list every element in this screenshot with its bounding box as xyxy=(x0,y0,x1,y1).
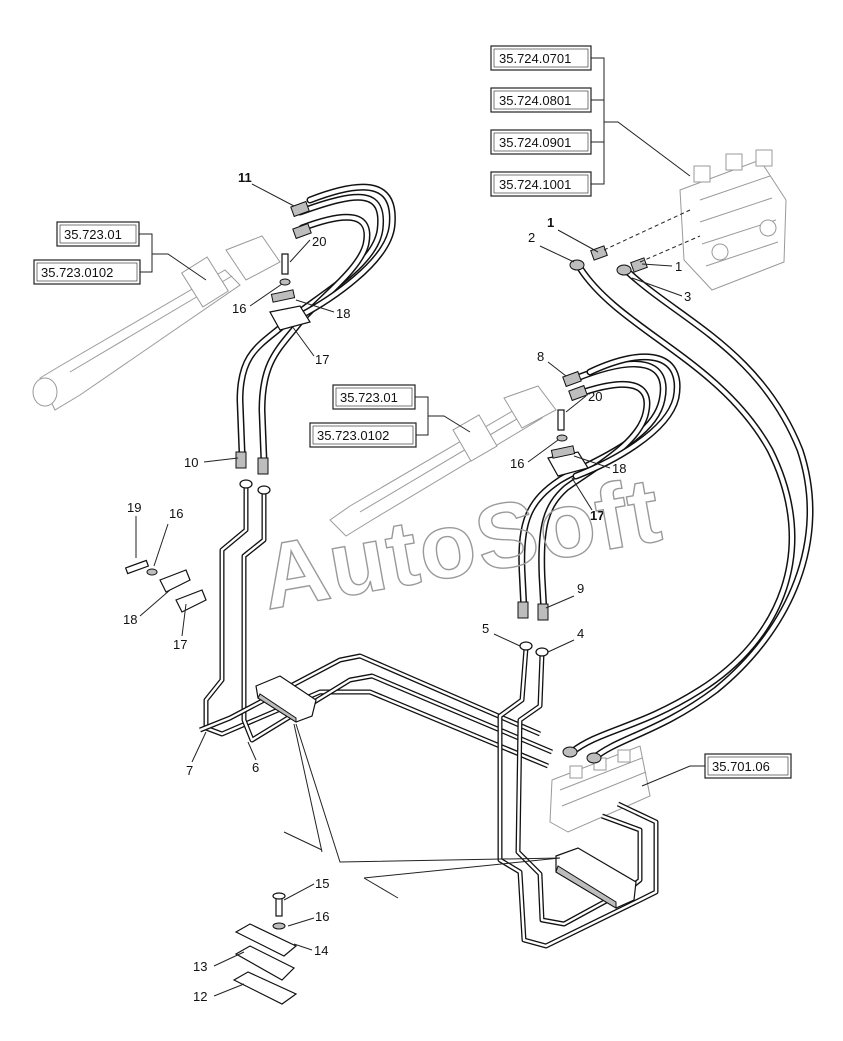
clamp-block-left xyxy=(255,675,317,723)
ref-bracket-mid-cylinder xyxy=(415,396,471,436)
svg-text:35.701.06: 35.701.06 xyxy=(712,759,770,774)
svg-text:35.724.0701: 35.724.0701 xyxy=(499,51,571,66)
hose-clamp-mid xyxy=(547,409,589,477)
callout-18-mid: 18 xyxy=(612,461,626,476)
callout-9: 9 xyxy=(577,581,584,596)
hoses-mid-group xyxy=(518,353,681,616)
callout-18-left: 18 xyxy=(336,306,350,321)
svg-text:35.724.0801: 35.724.0801 xyxy=(499,93,571,108)
ref-box-mid-cylinder-1: 35.723.01 xyxy=(332,384,416,410)
exploded-clip-parts xyxy=(124,559,207,613)
valve-bank-top-right xyxy=(679,149,787,291)
ref-box-35-724-0701: 35.724.0701 xyxy=(490,45,592,71)
ref-box-mid-cylinder-2: 35.723.0102 xyxy=(309,422,417,448)
ref-box-left-cylinder-2: 35.723.0102 xyxy=(33,259,141,285)
callout-labels: 11 20 16 18 17 10 1 2 1 3 8 20 16 18 17 … xyxy=(123,170,691,1004)
svg-text:35.723.01: 35.723.01 xyxy=(340,390,398,405)
ref-box-35-724-0801: 35.724.0801 xyxy=(490,87,592,113)
callout-20-left: 20 xyxy=(312,234,326,249)
callout-16-bottom: 16 xyxy=(315,909,329,924)
callout-10: 10 xyxy=(184,455,198,470)
callout-11: 11 xyxy=(238,170,252,185)
ref-bracket-left-cylinder xyxy=(139,233,207,281)
callout-13: 13 xyxy=(193,959,207,974)
svg-text:35.723.0102: 35.723.0102 xyxy=(41,265,113,280)
callout-16-mid: 16 xyxy=(510,456,524,471)
callout-17-left: 17 xyxy=(315,352,329,367)
callout-16-clip: 16 xyxy=(169,506,183,521)
leaders-clamp-blocks xyxy=(283,723,561,899)
svg-text:35.723.0102: 35.723.0102 xyxy=(317,428,389,443)
callout-17-clip: 17 xyxy=(173,637,187,652)
callout-16-left: 16 xyxy=(232,301,246,316)
callout-7: 7 xyxy=(186,763,193,778)
callout-14: 14 xyxy=(314,943,328,958)
svg-text:35.724.1001: 35.724.1001 xyxy=(499,177,571,192)
left-cylinder-outline xyxy=(32,235,281,411)
hose-clamp-left xyxy=(269,253,311,331)
callout-2: 2 xyxy=(528,230,535,245)
callout-1-top: 1 xyxy=(547,215,554,230)
ref-box-35-724-1001: 35.724.1001 xyxy=(490,171,592,197)
watermark-text: AutoSoft xyxy=(254,459,670,630)
callout-8: 8 xyxy=(537,349,544,364)
callout-6: 6 xyxy=(252,760,259,775)
callout-1-right: 1 xyxy=(675,259,682,274)
ref-leader-control-valve xyxy=(641,765,705,787)
callout-3: 3 xyxy=(684,289,691,304)
pipes-frame xyxy=(199,486,659,949)
hoses-long-right xyxy=(568,264,814,762)
mid-cylinder-outline xyxy=(329,385,557,537)
svg-text:35.723.01: 35.723.01 xyxy=(64,227,122,242)
ref-box-35-724-0901: 35.724.0901 xyxy=(490,129,592,155)
callout-5: 5 xyxy=(482,621,489,636)
callout-15: 15 xyxy=(315,876,329,891)
fittings xyxy=(235,200,648,764)
callout-4: 4 xyxy=(577,626,584,641)
callout-19: 19 xyxy=(127,500,141,515)
callout-17-mid: 17 xyxy=(590,508,604,523)
hoses-left-group xyxy=(236,183,396,466)
assembly-dash-lines xyxy=(603,209,701,263)
ref-box-left-cylinder-1: 35.723.01 xyxy=(56,221,140,247)
svg-text:35.724.0901: 35.724.0901 xyxy=(499,135,571,150)
callout-18-clip: 18 xyxy=(123,612,137,627)
clamp-block-right xyxy=(555,847,637,909)
exploded-bracket-parts xyxy=(232,892,298,1005)
ref-bracket-valve-bank xyxy=(591,57,691,185)
callout-12: 12 xyxy=(193,989,207,1004)
callout-20-mid: 20 xyxy=(588,389,602,404)
ref-box-35-701-06: 35.701.06 xyxy=(704,753,792,779)
